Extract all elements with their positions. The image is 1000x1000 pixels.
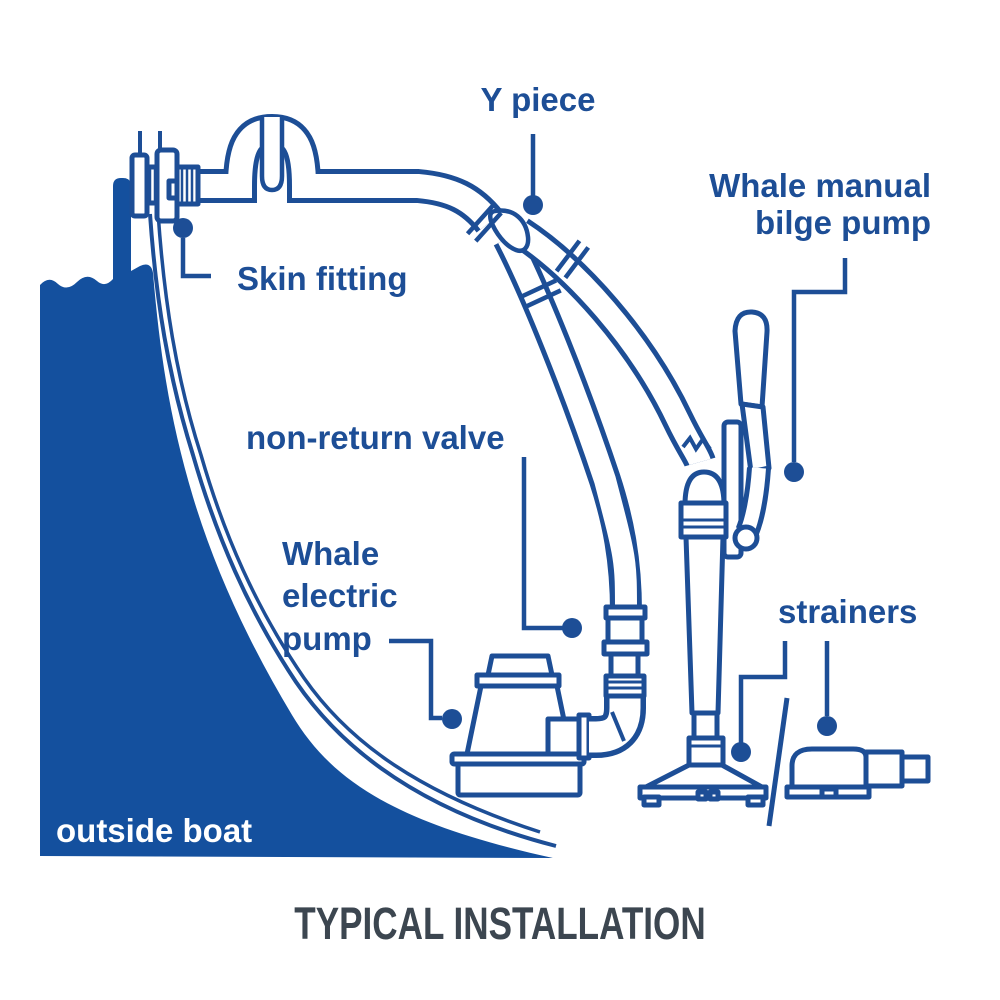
y-piece: [465, 204, 591, 309]
pump-base: [455, 761, 583, 798]
whale-electric-pump: [449, 653, 592, 798]
skin-fitting-leader: [180, 238, 211, 279]
hose-clamp-inlet: [465, 204, 503, 243]
y-piece-dot: [523, 195, 543, 215]
y-piece-body: [487, 208, 531, 253]
hose-to-electric-pump: [493, 230, 642, 613]
thread-section-outer: [174, 164, 201, 207]
label-y-piece: Y piece: [481, 81, 596, 118]
label-strainers: strainers: [778, 593, 917, 630]
label-skin-fitting: Skin fitting: [237, 260, 407, 297]
strainer-bell: [643, 762, 765, 790]
valve-body: [605, 615, 645, 645]
skin-fitting-dot: [173, 218, 193, 238]
pump-cap: [485, 653, 555, 678]
valve-neck: [608, 651, 641, 679]
diagram-labels: Y piece Whale manual bilge pump Skin fit…: [56, 81, 931, 849]
electric-pump-leader: [389, 638, 442, 721]
strainer-base: [637, 784, 769, 808]
label-whale-electric-line3: pump: [282, 620, 372, 657]
pump-outlet-flange: [576, 712, 592, 761]
hull-fill: [40, 178, 553, 858]
strainer-collar: [686, 735, 726, 768]
manual-pump-dot: [784, 462, 804, 482]
discharge-pipe-with-vented-loop: [186, 113, 504, 233]
non-return-valve-dot: [562, 618, 582, 638]
hose-end-cut: [681, 434, 712, 453]
strainer-outlet-tail: [899, 754, 931, 784]
handle-shaft: [739, 401, 772, 475]
non-return-valve-leader: [521, 457, 563, 631]
hose-clamp-right-branch: [554, 239, 591, 280]
whale-manual-bilge-pump: [637, 309, 772, 808]
label-whale-manual-line1: Whale manual: [709, 167, 931, 204]
pump-tube: [683, 534, 726, 716]
strainer-body: [789, 746, 869, 790]
boat-hull: [40, 178, 557, 858]
non-return-valve: [601, 604, 650, 699]
diagram-title: TYPICAL INSTALLATION: [294, 898, 706, 949]
valve-coupling: [603, 673, 647, 699]
hull-inner-line-1: [148, 213, 557, 848]
label-non-return-valve: non-return valve: [246, 419, 505, 456]
strainer-leader-1: [738, 641, 788, 743]
electric-pump-strainer: [784, 746, 931, 800]
strainer-outlet: [863, 749, 905, 789]
hose-clamp-left-branch: [520, 278, 562, 309]
elbow-miter-line: [610, 711, 626, 742]
separator-slash: [766, 697, 790, 827]
electric-pump-dot: [442, 709, 462, 729]
vent-nipple: [259, 117, 285, 193]
fitting-flange-inner: [129, 152, 150, 219]
hull-inner-line-2: [156, 211, 541, 834]
skin-fitting: [129, 131, 201, 224]
pump-head-dome: [682, 469, 727, 508]
label-whale-electric-line2: electric: [282, 577, 398, 614]
label-whale-manual-line2: bilge pump: [755, 204, 931, 241]
pump-outlet-stub: [545, 716, 582, 757]
manual-pump-leader: [791, 258, 848, 462]
pump-handle: [732, 309, 770, 410]
hose-to-manual-pump: [511, 218, 716, 468]
pump-head: [678, 500, 729, 540]
tube-neck: [691, 710, 720, 741]
strainer-base-tab: [819, 786, 839, 800]
handle-lever-arm: [732, 467, 771, 552]
outlet-elbow: [589, 694, 646, 758]
label-whale-electric-line1: Whale: [282, 535, 379, 572]
label-leaders: [173, 134, 848, 762]
strainer-dot-2: [817, 716, 837, 736]
label-outside-boat: outside boat: [56, 812, 252, 849]
strainer-dot-1: [731, 742, 751, 762]
